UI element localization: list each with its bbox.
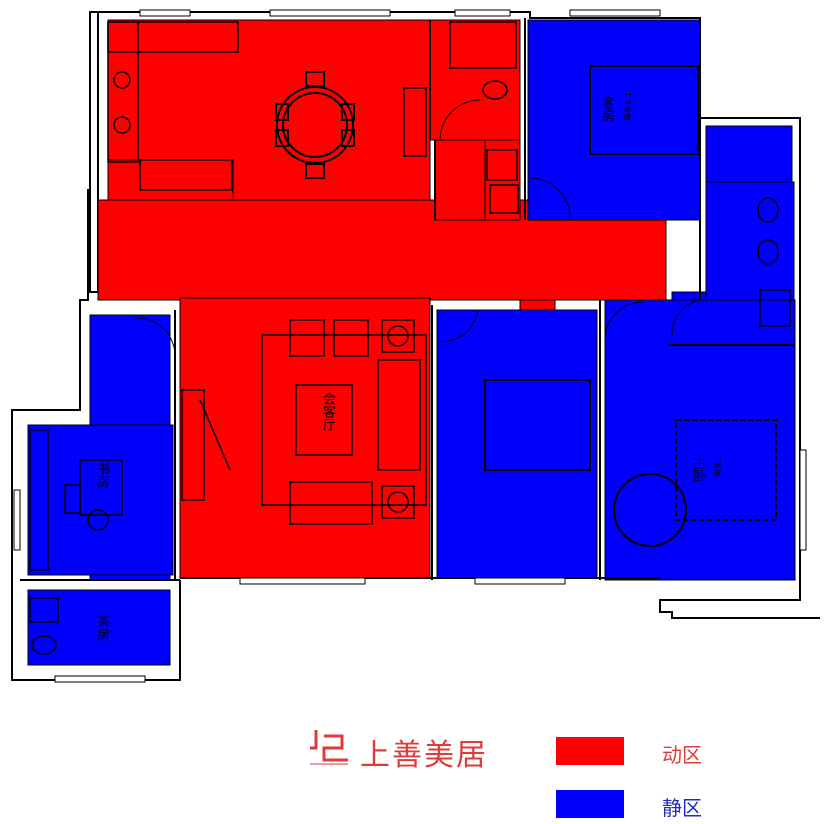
kitchen-counters	[107, 21, 427, 191]
windows	[13, 9, 807, 683]
floor-plan	[11, 9, 820, 683]
brand-name: 上善美居	[360, 738, 488, 773]
guest-bedroom-label: 客房	[599, 96, 614, 122]
dining-table	[275, 71, 355, 179]
dynamic-zone	[97, 19, 667, 579]
legend-dynamic-swatch	[556, 737, 624, 765]
living-furniture	[181, 319, 427, 525]
legend-static-label: 静区	[662, 796, 702, 820]
guest-bed-size-label: 1.8米床	[623, 92, 632, 121]
legend-static-swatch	[556, 790, 624, 818]
bathroom-fixtures	[29, 21, 791, 655]
living-room-label: 会客厅	[320, 392, 335, 431]
doors	[134, 99, 701, 359]
legend-dynamic-label: 动区	[662, 743, 702, 767]
static-zone	[27, 19, 796, 666]
study-label: 书房	[94, 462, 109, 488]
master-bedroom-label: 主卧	[690, 456, 705, 482]
brand-logo-icon	[310, 730, 348, 765]
beds	[484, 65, 777, 547]
study-desk	[29, 429, 123, 571]
tea-room-label: 茶房	[94, 615, 109, 641]
master-bed-size-label: 2米床	[713, 456, 722, 478]
